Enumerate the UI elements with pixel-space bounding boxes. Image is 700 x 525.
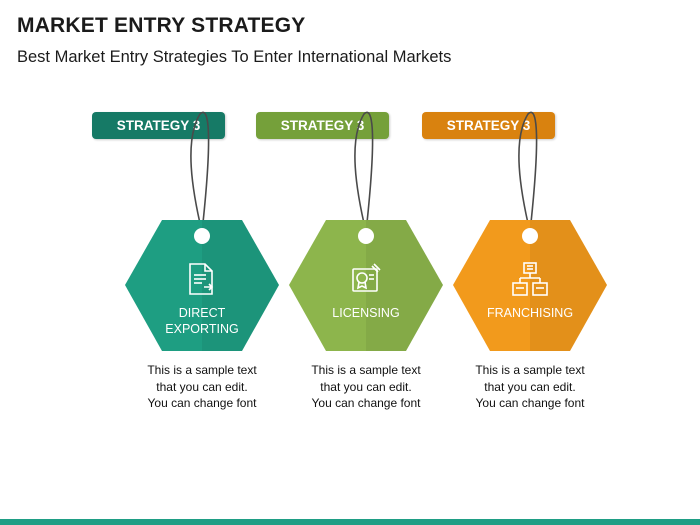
hang-string xyxy=(190,111,210,233)
document-export-icon xyxy=(182,260,222,300)
description-line: You can change font xyxy=(311,396,421,410)
strategy-tag: STRATEGY 3 xyxy=(256,112,389,139)
strategy-description: This is a sample text that you can edit.… xyxy=(117,362,287,412)
description-line: that you can edit. xyxy=(484,379,576,394)
description-line: This is a sample text xyxy=(311,363,421,377)
description-line: You can change font xyxy=(147,396,257,410)
strategy-label-line2: EXPORTING xyxy=(165,322,239,336)
strategy-card-direct-exporting: STRATEGY 3 DIRECT EXPORTING This is a sa… xyxy=(92,110,292,420)
strategy-description: This is a sample text that you can edit.… xyxy=(445,362,615,412)
strategy-label-line1: LICENSING xyxy=(332,306,400,320)
page-title: MARKET ENTRY STRATEGY xyxy=(17,14,306,37)
strategy-label: DIRECT EXPORTING xyxy=(137,305,267,337)
description-line: This is a sample text xyxy=(147,363,257,377)
description-line: You can change font xyxy=(475,396,585,410)
strategy-label-line1: DIRECT xyxy=(178,306,226,320)
hexagon-tag-shape xyxy=(125,220,279,351)
strategy-label-line1: FRANCHISING xyxy=(486,306,574,320)
hang-string xyxy=(354,111,374,233)
certificate-license-icon xyxy=(346,260,386,300)
description-line: that you can edit. xyxy=(156,379,248,394)
strategy-description: This is a sample text that you can edit.… xyxy=(281,362,451,412)
hexagon-tag-shape xyxy=(453,220,607,351)
strategy-tag: STRATEGY 3 xyxy=(92,112,225,139)
description-line: This is a sample text xyxy=(475,363,585,377)
description-line: that you can edit. xyxy=(320,379,412,394)
page-subtitle: Best Market Entry Strategies To Enter In… xyxy=(17,48,452,66)
strategy-tag: STRATEGY 3 xyxy=(422,112,555,139)
franchise-network-icon xyxy=(510,260,550,300)
hang-string xyxy=(518,111,538,233)
strategy-card-licensing: STRATEGY 3 LICENSING This is a sample te… xyxy=(256,110,456,420)
strategy-card-franchising: STRATEGY 3 FRANCHISING This is a sample … xyxy=(422,110,620,420)
strategy-label: FRANCHISING xyxy=(465,305,595,321)
strategy-label: LICENSING xyxy=(301,305,431,321)
bottom-accent-bar xyxy=(0,519,700,525)
